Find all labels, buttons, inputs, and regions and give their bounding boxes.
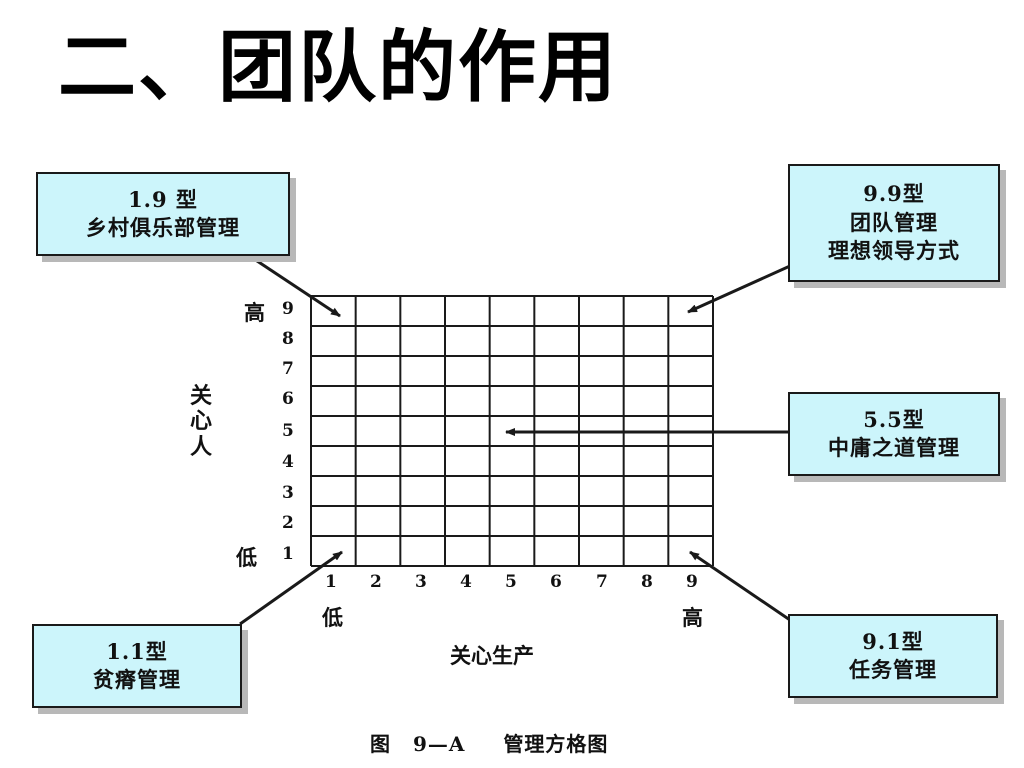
arrow-1-1 <box>239 550 343 626</box>
box-9-9-type: 9.9型 <box>863 181 925 207</box>
figure-caption: 图 9—A 管理方格图 <box>370 728 608 757</box>
box-1-9-type: 1.9 型 <box>128 186 198 212</box>
y-tick-9: 9 <box>282 299 294 319</box>
caption-fig: 图 <box>370 732 391 756</box>
arrow-1-9 <box>247 253 341 318</box>
box-5-5-middle-road: 5.5型 中庸之道管理 <box>788 392 1000 476</box>
box-1-9-desc: 乡村俱乐部管理 <box>86 215 240 240</box>
box-1-1-type: 1.1型 <box>106 638 168 664</box>
arrow-9-9 <box>687 264 791 314</box>
x-tick-8: 8 <box>641 572 653 592</box>
x-tick-1: 1 <box>325 572 337 592</box>
x-tick-9: 9 <box>686 572 698 592</box>
box-9-1-task: 9.1型 任务管理 <box>788 614 998 698</box>
y-tick-3: 3 <box>282 483 294 503</box>
box-5-5-desc: 中庸之道管理 <box>828 435 960 460</box>
page-title: 二、团队的作用 <box>58 23 619 113</box>
y-tick-4: 4 <box>282 452 294 472</box>
x-tick-6: 6 <box>550 572 562 592</box>
y-tick-6: 6 <box>282 389 294 409</box>
arrow-9-1 <box>689 550 791 622</box>
box-9-9-desc2: 理想领导方式 <box>828 238 960 264</box>
x-tick-3: 3 <box>415 572 427 592</box>
box-1-9-country-club: 1.9 型 乡村俱乐部管理 <box>36 172 290 256</box>
x-axis-label: 关心生产 <box>450 643 534 668</box>
y-axis-low: 低 <box>236 545 257 570</box>
caption-title: 管理方格图 <box>503 732 609 756</box>
y-axis-label: 关 心 人 <box>190 383 213 460</box>
y-tick-1: 1 <box>282 544 294 564</box>
y-tick-7: 7 <box>282 359 294 379</box>
box-1-1-impoverished: 1.1型 贫瘠管理 <box>32 624 242 708</box>
x-axis-high: 高 <box>682 605 703 630</box>
y-axis-high: 高 <box>244 300 265 325</box>
y-tick-8: 8 <box>282 329 294 349</box>
y-axis-label-char-3: 人 <box>190 433 213 460</box>
caption-number: 9—A <box>413 732 466 756</box>
x-tick-4: 4 <box>460 572 472 592</box>
x-tick-2: 2 <box>370 572 382 592</box>
y-axis-label-char-1: 关 <box>190 383 213 409</box>
box-9-1-type: 9.1型 <box>862 628 924 654</box>
box-5-5-type: 5.5型 <box>863 406 925 432</box>
y-tick-5: 5 <box>282 421 294 441</box>
x-tick-7: 7 <box>596 572 608 592</box>
box-9-9-desc: 团队管理 <box>850 209 938 235</box>
box-9-1-desc: 任务管理 <box>849 657 937 682</box>
x-axis-low: 低 <box>322 605 343 630</box>
box-1-1-desc: 贫瘠管理 <box>93 667 181 692</box>
box-9-9-team: 9.9型 团队管理 理想领导方式 <box>788 164 1000 282</box>
y-axis-label-char-2: 心 <box>190 408 213 435</box>
y-tick-2: 2 <box>282 513 294 533</box>
x-tick-5: 5 <box>505 572 517 592</box>
